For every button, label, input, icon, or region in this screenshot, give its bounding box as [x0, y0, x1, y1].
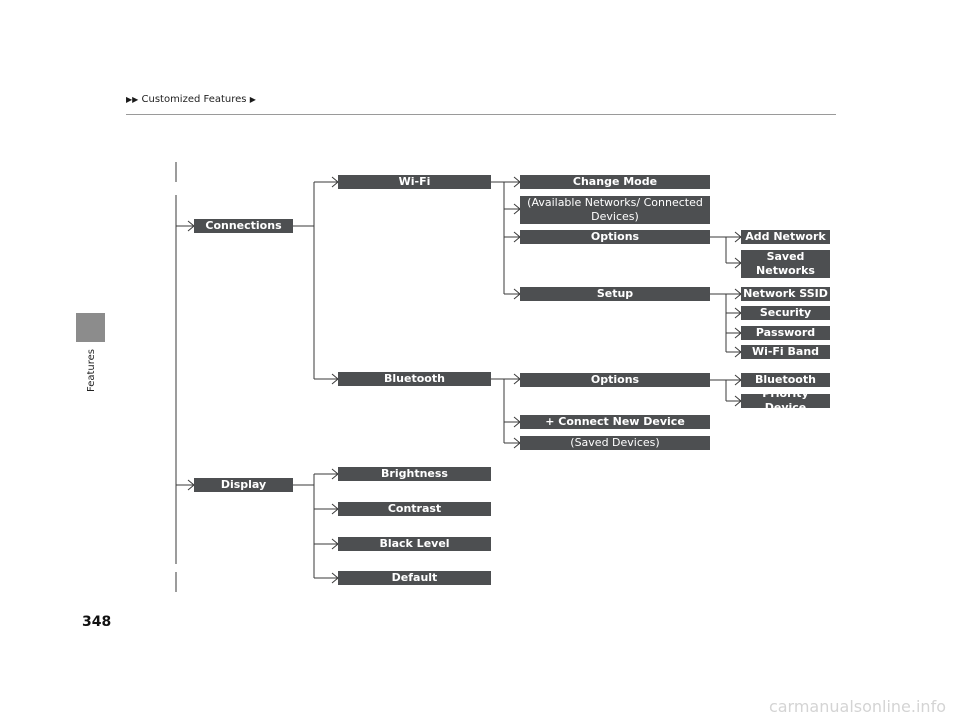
breadcrumb-arrow-icon: ▶ [249, 95, 256, 104]
node-bt-bluetooth: Bluetooth [741, 373, 830, 387]
node-saved-devices: (Saved Devices) [520, 436, 710, 450]
node-setup: Setup [520, 287, 710, 301]
node-password: Password [741, 326, 830, 340]
page-number: 348 [82, 614, 112, 630]
watermark: carmanualsonline.info [768, 697, 946, 716]
node-change-mode: Change Mode [520, 175, 710, 189]
node-wifi: Wi-Fi [338, 175, 491, 189]
node-saved-networks: Saved Networks [741, 250, 830, 278]
breadcrumb: ▶▶ Customized Features ▶ [126, 94, 256, 105]
breadcrumb-arrow-icon: ▶▶ [126, 95, 139, 104]
node-bluetooth: Bluetooth [338, 372, 491, 386]
node-security: Security [741, 306, 830, 320]
section-tab [76, 313, 105, 342]
node-wifi-options: Options [520, 230, 710, 244]
node-priority-device: Priority Device [741, 387, 830, 414]
node-wifi-band: Wi-Fi Band [741, 345, 830, 359]
breadcrumb-label: Customized Features [141, 94, 247, 105]
node-add-network: Add Network [741, 230, 830, 244]
node-black-level: Black Level [338, 537, 491, 551]
node-bt-options: Options [520, 373, 710, 387]
node-network-ssid: Network SSID [741, 287, 830, 301]
node-connections: Connections [194, 219, 293, 233]
node-available-networks: (Available Networks/ Connected Devices) [520, 196, 710, 224]
node-display: Display [194, 478, 293, 492]
node-connect-new-device: + Connect New Device [520, 415, 710, 429]
header-rule [126, 114, 836, 115]
node-default: Default [338, 571, 491, 585]
node-contrast: Contrast [338, 502, 491, 516]
node-brightness: Brightness [338, 467, 491, 481]
